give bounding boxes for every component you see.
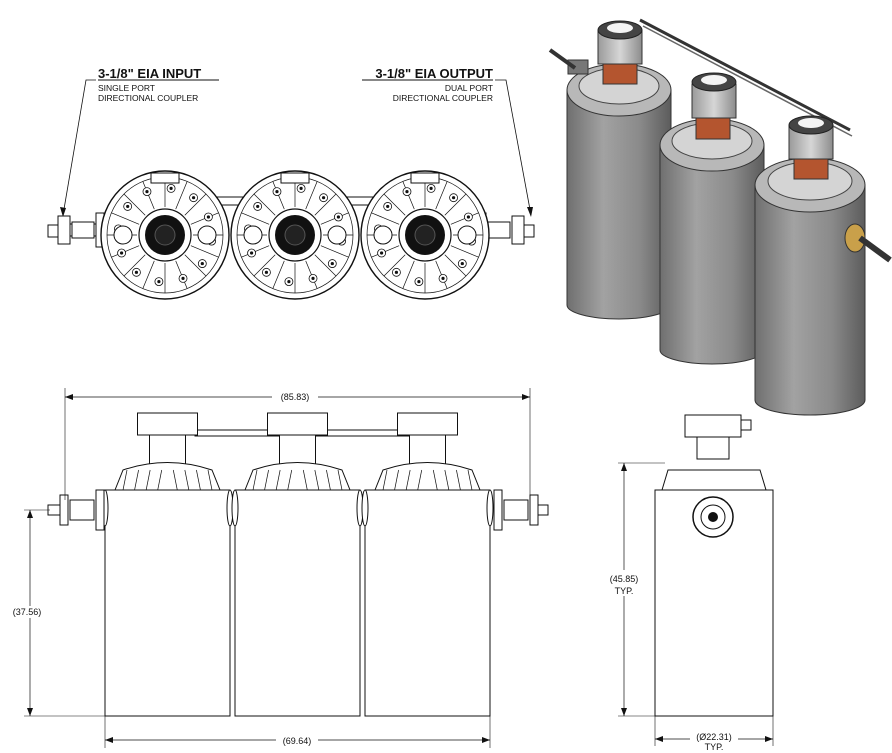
output-leader-line	[495, 79, 532, 216]
dimension-body-width: (69.64)	[104, 716, 491, 748]
isometric-view	[548, 18, 892, 416]
input-label-line1: SINGLE PORT	[98, 83, 155, 93]
dimension-total-height: (45.85) TYP.	[598, 462, 665, 717]
output-label-line2: DIRECTIONAL COUPLER	[393, 93, 493, 103]
output-label-title: 3-1/8" EIA OUTPUT	[375, 66, 493, 81]
side-view	[654, 414, 774, 717]
top-cavity-3	[360, 170, 490, 300]
dim-diameter-note: TYP.	[705, 742, 724, 752]
iso-cavity-1	[548, 20, 672, 320]
dim-overall-width-text: (85.83)	[281, 392, 310, 402]
iso-cavity-3	[754, 115, 892, 416]
front-cavity-2	[231, 412, 364, 717]
input-label-title: 3-1/8" EIA INPUT	[98, 66, 201, 81]
iso-coupling-rod	[639, 18, 851, 132]
front-cavity-3	[361, 412, 494, 717]
input-label: 3-1/8" EIA INPUT SINGLE PORT DIRECTIONAL…	[60, 66, 219, 217]
dim-total-height-note: TYP.	[615, 586, 634, 596]
front-view	[47, 412, 549, 717]
output-label: 3-1/8" EIA OUTPUT DUAL PORT DIRECTIONAL …	[362, 66, 533, 217]
dim-diameter-text: (Ø22.31)	[696, 732, 732, 742]
top-cavity-1	[100, 170, 230, 300]
dimension-overall-width: (85.83)	[64, 388, 531, 500]
output-label-line1: DUAL PORT	[445, 83, 493, 93]
dim-port-height-text: (37.56)	[13, 607, 42, 617]
front-output-connector	[493, 489, 549, 531]
dimension-diameter: (Ø22.31) TYP.	[654, 716, 774, 752]
dim-total-height-text: (45.85)	[610, 574, 639, 584]
output-leader-arrow	[527, 207, 533, 217]
top-view	[47, 170, 535, 300]
dim-body-width-text: (69.64)	[283, 736, 312, 746]
top-input-connector	[47, 212, 105, 248]
input-leader-line	[62, 79, 96, 216]
top-cavity-2	[230, 170, 360, 300]
input-leader-arrow	[60, 207, 66, 217]
dimension-port-height: (37.56)	[5, 509, 105, 717]
input-label-line2: DIRECTIONAL COUPLER	[98, 93, 198, 103]
front-cavity-1	[101, 412, 234, 717]
iso-cavity-2	[659, 72, 765, 365]
front-input-connector	[47, 489, 105, 531]
